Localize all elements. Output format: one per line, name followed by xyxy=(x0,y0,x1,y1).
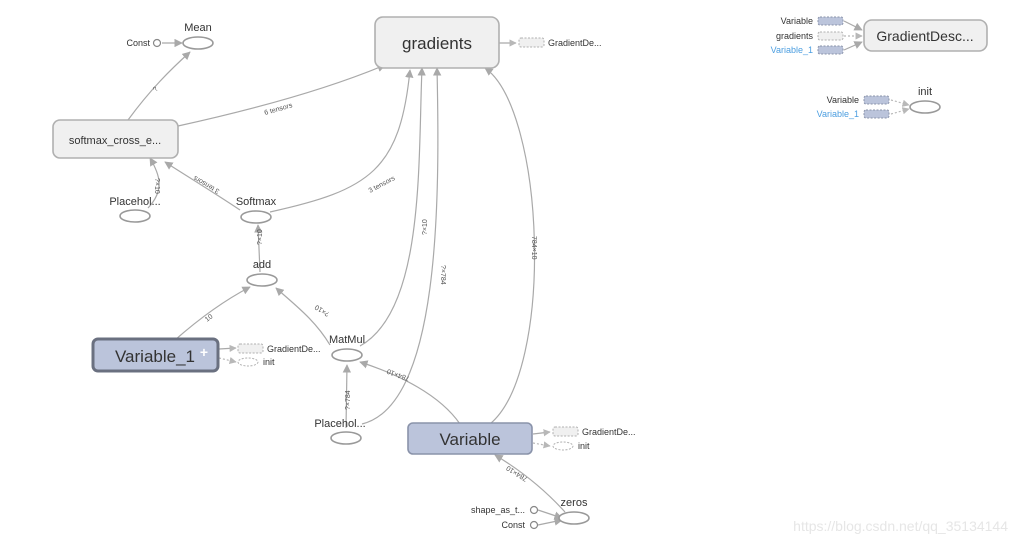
rp-gd-input-variable-1[interactable]: Variable_1 xyxy=(771,45,844,55)
edges xyxy=(127,20,910,526)
svg-text:Variable: Variable xyxy=(781,16,813,26)
aux-var1-init[interactable]: init xyxy=(237,357,275,367)
expand-plus-icon: + xyxy=(200,344,208,360)
node-placeholder-bottom[interactable]: Placehol... xyxy=(314,418,366,445)
node-const-zeros[interactable]: Const xyxy=(501,520,539,530)
node-label: Placehol... xyxy=(109,196,160,208)
node-add[interactable]: add xyxy=(246,259,278,287)
watermark: https://blog.csdn.net/qq_35134144 xyxy=(793,518,1008,534)
right-panel-gradient-descent[interactable]: GradientDesc... xyxy=(863,19,988,52)
edge-variable-gradients xyxy=(484,67,536,425)
node-label: zeros xyxy=(561,497,588,509)
edge-rp-variable-init xyxy=(890,99,910,107)
node-const[interactable]: Const xyxy=(126,38,162,48)
node-label: MatMul xyxy=(329,334,365,346)
edge-rp-variable1-init xyxy=(890,107,910,115)
rp-init-input-variable[interactable]: Variable xyxy=(827,95,890,105)
node-softmax-cross-entropy[interactable]: softmax_cross_e... xyxy=(52,119,179,159)
edge-placeholder-matmul xyxy=(342,364,352,429)
node-label: softmax_cross_e... xyxy=(69,135,161,147)
edge-label: 3 tensors xyxy=(368,175,397,195)
edge-placeholder-gradients xyxy=(361,67,442,425)
edge-const-zeros xyxy=(537,517,563,526)
node-zeros[interactable]: zeros xyxy=(558,497,590,525)
node-gradients[interactable]: gradients xyxy=(374,16,500,69)
aux-var-gradient-descent[interactable]: GradientDe... xyxy=(552,426,636,437)
edge-zeros-variable xyxy=(494,454,566,513)
rp-gd-input-gradients[interactable]: gradients xyxy=(776,31,844,41)
node-label: GradientDesc... xyxy=(876,28,973,44)
edge-var1-init xyxy=(218,357,237,365)
edge-label: 784×10 xyxy=(505,464,529,482)
node-label: Const xyxy=(126,38,150,48)
node-label: add xyxy=(253,259,271,271)
edge-rp-variable-gd xyxy=(843,20,863,31)
edge-softmax-softmax-ce xyxy=(164,161,241,211)
edge-placeholder-softmax-ce xyxy=(147,157,160,209)
node-label: Variable xyxy=(439,430,500,449)
edge-softmax-ce-mean xyxy=(127,51,191,121)
edge-var1-gd xyxy=(218,344,237,352)
edge-shape-zeros xyxy=(537,509,563,520)
node-label: Mean xyxy=(184,22,212,34)
edge-softmax-gradients xyxy=(269,69,414,213)
node-variable-1[interactable]: Variable_1 + xyxy=(91,337,220,373)
edge-variable-matmul xyxy=(359,360,461,425)
svg-text:init: init xyxy=(578,441,590,451)
rp-init-input-variable-1[interactable]: Variable_1 xyxy=(817,109,890,119)
node-shape-as-tensor[interactable]: shape_as_t... xyxy=(471,505,539,515)
rp-gd-input-variable[interactable]: Variable xyxy=(781,16,844,26)
edge-add-softmax xyxy=(254,224,263,273)
node-label: Const xyxy=(501,520,525,530)
svg-text:init: init xyxy=(263,357,275,367)
node-mean[interactable]: Mean xyxy=(182,22,214,50)
edge-label: ? xyxy=(152,86,160,93)
node-label: init xyxy=(918,86,932,98)
svg-text:Variable: Variable xyxy=(827,95,859,105)
node-matmul[interactable]: MatMul xyxy=(329,334,365,362)
edge-label: 784×10 xyxy=(386,367,411,382)
edge-label: ?×10 xyxy=(314,303,331,317)
edge-label: 784×10 xyxy=(530,236,537,260)
aux-var-init[interactable]: init xyxy=(552,441,590,451)
node-label: Softmax xyxy=(236,196,277,208)
svg-text:GradientDe...: GradientDe... xyxy=(582,427,636,437)
aux-gradient-descent[interactable]: GradientDe... xyxy=(518,37,602,48)
node-placeholder-top[interactable]: Placehol... xyxy=(109,196,161,223)
edge-label: ?×784 xyxy=(439,265,446,285)
edge-label: 3 tensors xyxy=(192,174,221,195)
edge-matmul-add xyxy=(275,287,331,346)
edge-matmul-gradients xyxy=(359,67,426,347)
svg-text:GradientDe...: GradientDe... xyxy=(548,38,602,48)
edge-var-init xyxy=(532,441,551,449)
edge-label: ?×10 xyxy=(153,178,160,194)
svg-text:Variable_1: Variable_1 xyxy=(817,109,859,119)
edge-label: ?×10 xyxy=(257,229,264,245)
edge-label: ?×10 xyxy=(422,219,429,235)
edge-softmax-ce-gradients xyxy=(177,64,386,127)
edge-label: ?×784 xyxy=(345,390,352,410)
svg-text:gradients: gradients xyxy=(776,31,814,41)
aux-var1-gradient-descent[interactable]: GradientDe... xyxy=(237,343,321,354)
edge-variable1-add xyxy=(174,286,251,341)
node-label: Variable_1 xyxy=(115,347,195,366)
edge-var-gd xyxy=(532,429,551,437)
node-label: Placehol... xyxy=(314,418,365,430)
edge-label: 10 xyxy=(204,313,215,323)
edge-rp-variable1-gd xyxy=(843,41,863,51)
node-variable[interactable]: Variable xyxy=(407,422,533,455)
node-label: gradients xyxy=(402,34,472,53)
node-softmax[interactable]: Softmax xyxy=(236,196,277,224)
right-panel-init[interactable]: init xyxy=(909,86,941,114)
svg-text:Variable_1: Variable_1 xyxy=(771,45,813,55)
svg-text:GradientDe...: GradientDe... xyxy=(267,344,321,354)
node-label: shape_as_t... xyxy=(471,505,525,515)
